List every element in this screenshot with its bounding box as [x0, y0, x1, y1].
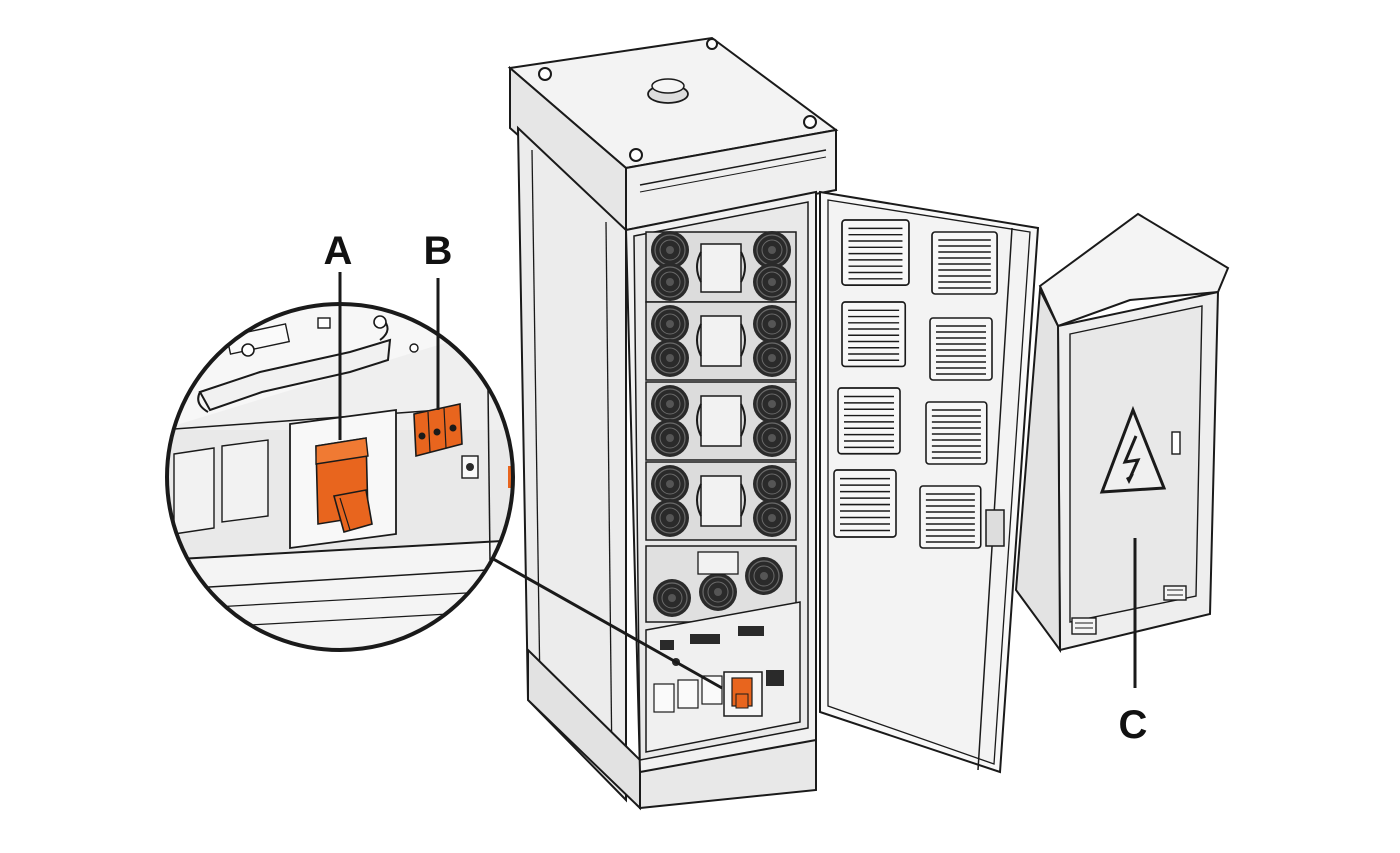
main-cabinet	[507, 36, 1040, 811]
callout-b-label: B	[424, 229, 453, 273]
power-module-stack	[645, 230, 797, 623]
external-distribution-box	[1014, 212, 1230, 654]
high-voltage-warning-icon	[1099, 405, 1167, 494]
zoom-detail-circle	[165, 302, 515, 652]
open-cabinet-door	[819, 190, 1040, 774]
callout-c-label: C	[1119, 703, 1148, 747]
callout-a-label: A	[324, 229, 353, 273]
zoom-leader-line	[487, 554, 723, 690]
callout-a: A	[324, 229, 353, 440]
orange-terminal-block	[413, 403, 463, 458]
callout-b: B	[424, 229, 453, 410]
lower-control-panel	[645, 601, 801, 753]
callout-c: C	[1119, 538, 1148, 747]
